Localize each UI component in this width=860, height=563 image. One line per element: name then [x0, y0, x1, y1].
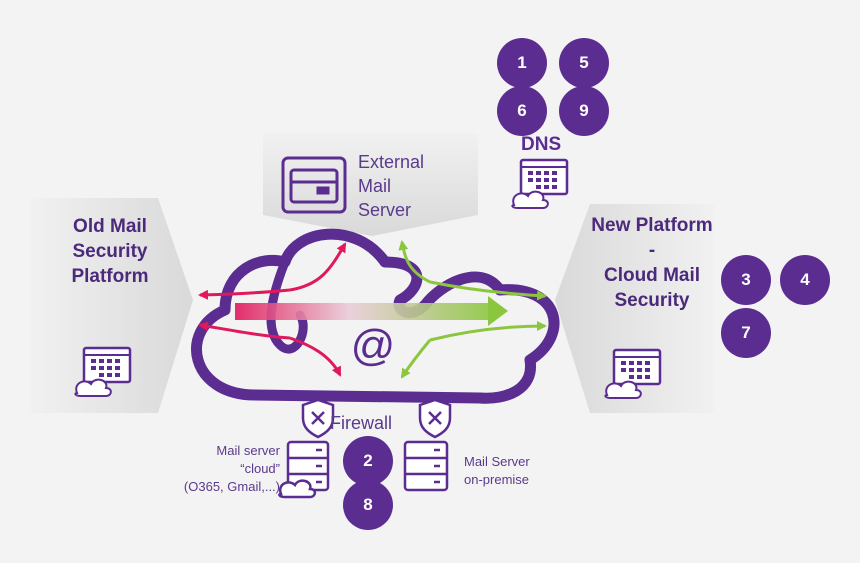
step-badge-2: 2: [343, 436, 393, 486]
mail-server-cloud-label: Mail server “cloud” (O365, Gmail,...): [140, 442, 280, 496]
new-platform-line-1: New Platform: [591, 215, 713, 236]
mail-server-onpremise-label: Mail Server on-premise: [464, 453, 530, 489]
old-platform-browser-icon: [74, 346, 132, 397]
shield-icon-left: [301, 398, 335, 439]
step-badge-6: 6: [497, 86, 547, 136]
internet-cloud: [191, 228, 560, 404]
server-rack-icon-onpremise: [403, 440, 449, 492]
new-platform-line-4: Security: [614, 290, 690, 311]
green-arrow-to-onpremise: [400, 339, 432, 379]
green-arrow-to-new-lower: [429, 321, 547, 342]
pink-arrow-to-old-upper: [198, 288, 291, 300]
pink-arrow-to-external: [289, 242, 347, 292]
pink-arrow-to-old-lower: [198, 321, 291, 340]
mail-server-cloud-line-1: Mail server: [216, 443, 280, 458]
step-badge-9: 9: [559, 86, 609, 136]
dns-browser-grid-icon: [511, 158, 569, 209]
new-platform-label: New Platform - Cloud Mail Security: [572, 213, 732, 313]
migration-flow-head: [488, 296, 508, 326]
old-platform-line-3: Platform: [71, 266, 149, 287]
step-badge-8: 8: [343, 480, 393, 530]
new-platform-panel: [555, 204, 715, 413]
old-platform-line-1: Old Mail: [73, 216, 147, 237]
pink-arrow-to-firewall: [289, 336, 342, 377]
old-platform-line-2: Security: [72, 241, 148, 262]
mail-server-cloud-line-3: (O365, Gmail,...): [183, 479, 280, 494]
step-badge-4: 4: [780, 255, 830, 305]
mail-server-cloud-line-2: “cloud”: [240, 461, 280, 476]
old-platform-panel: [30, 198, 193, 413]
dns-label: DNS: [521, 134, 562, 155]
step-badge-7: 7: [721, 308, 771, 358]
external-mail-server-line-1: External: [358, 152, 425, 172]
migration-flow-bar: [235, 303, 490, 320]
new-platform-line-3: Cloud Mail: [603, 265, 701, 286]
at-symbol: @: [351, 321, 396, 370]
new-platform-browser-icon: [604, 348, 662, 399]
step-badge-1: 1: [497, 38, 547, 88]
mail-server-onpremise-line-2: on-premise: [464, 472, 530, 487]
external-mail-server-label: External Mail Server: [358, 150, 424, 222]
green-arrow-to-new-upper: [429, 280, 547, 301]
shield-icon-right: [418, 398, 452, 439]
old-platform-label: Old Mail Security Platform: [40, 214, 180, 289]
firewall-label: Firewall: [330, 413, 393, 433]
mail-server-onpremise-line-1: Mail Server: [464, 454, 530, 469]
new-platform-line-2: -: [648, 240, 656, 261]
step-badge-3: 3: [721, 255, 771, 305]
external-mail-server-line-2: Mail: [358, 176, 392, 196]
green-arrow-to-external: [398, 240, 431, 284]
external-mail-server-line-3: Server: [358, 200, 412, 220]
mail-server-icon: [281, 156, 347, 214]
step-badge-5: 5: [559, 38, 609, 88]
server-rack-icon-cloud: [278, 440, 330, 499]
